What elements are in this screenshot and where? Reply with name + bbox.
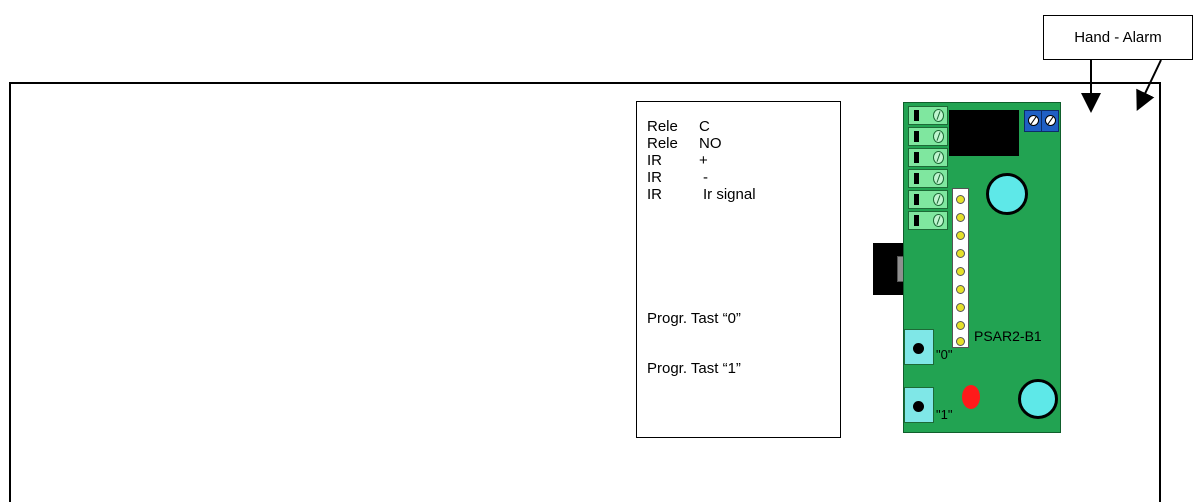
capacitor-bottom <box>1018 379 1058 419</box>
prog-button-1-label: "1" <box>936 407 953 422</box>
prog-button-1[interactable] <box>904 387 934 423</box>
terminal-ir-minus <box>908 169 948 188</box>
capacitor-top <box>986 173 1028 215</box>
legend-row-2-name: Rele <box>647 135 678 152</box>
terminal-extra <box>908 211 948 230</box>
hand-alarm-callout: Hand - Alarm <box>1043 15 1193 60</box>
callout-label: Hand - Alarm <box>1074 29 1162 46</box>
pin-header <box>952 188 969 348</box>
board-name-label: PSAR2-B1 <box>974 328 1042 344</box>
terminal-rele-no <box>908 127 948 146</box>
blue-terminal-hand <box>1024 110 1042 132</box>
legend-row-1-value: C <box>699 118 710 135</box>
legend-row-3-name: IR <box>647 152 662 169</box>
legend-row-5-value: Ir signal <box>703 186 756 203</box>
prog-button-0[interactable] <box>904 329 934 365</box>
legend-row-5-name: IR <box>647 186 662 203</box>
legend-row-1-name: Rele <box>647 118 678 135</box>
blue-terminal-alarm <box>1041 110 1059 132</box>
pin-legend-box: Rele C Rele NO IR + IR - IR Ir signal Pr… <box>636 101 841 438</box>
legend-prog-button-0: Progr. Tast “0” <box>647 310 741 327</box>
legend-row-4-value: - <box>703 169 708 186</box>
alarm-arrow <box>1136 59 1162 112</box>
status-led <box>962 385 980 409</box>
legend-row-2-value: NO <box>699 135 722 152</box>
callout-arrows <box>1081 59 1162 113</box>
prog-button-0-label: "0" <box>936 347 953 362</box>
legend-row-4-name: IR <box>647 169 662 186</box>
psar2-b1-board: PSAR2-B1 "0" "1" <box>903 102 1061 433</box>
enclosure-frame <box>9 82 1161 502</box>
terminal-ir-plus <box>908 148 948 167</box>
relay-component <box>949 110 1019 156</box>
terminal-rele-c <box>908 106 948 125</box>
legend-prog-button-1: Progr. Tast “1” <box>647 360 741 377</box>
legend-row-3-value: + <box>699 152 708 169</box>
terminal-ir-signal <box>908 190 948 209</box>
